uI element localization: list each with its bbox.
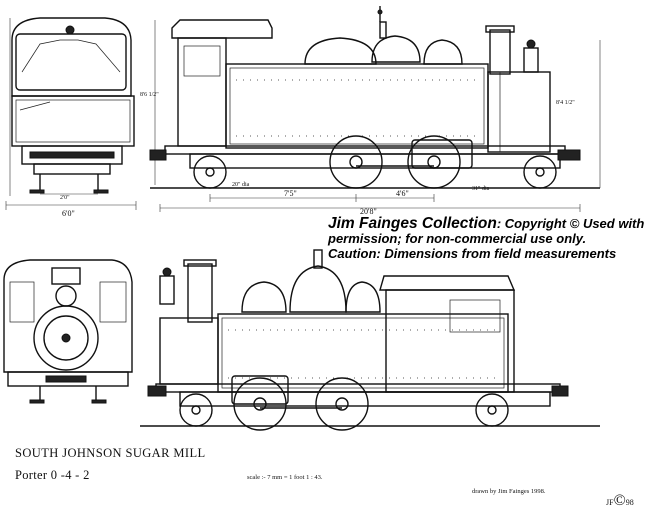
front-gauge-label: 2'0"	[60, 195, 70, 201]
copyright-line-3: Caution: Dimensions from field measureme…	[328, 246, 617, 261]
wheels-bottom	[179, 377, 509, 431]
overall-length-label: 20'8"	[360, 207, 377, 216]
drawing-title: SOUTH JOHNSON SUGAR MILL	[15, 446, 206, 460]
side-height-right-label: 8'4 1/2"	[556, 100, 575, 106]
copyright-line-2: permission; for non-commercial use only.	[328, 231, 587, 246]
rivet-rows-top	[236, 79, 478, 137]
signature-initials: JF	[606, 498, 614, 507]
scale-note: scale :- 7 mm = 1 foot 1 : 43.	[247, 474, 323, 481]
wheelbase-a-label: 7'5"	[284, 189, 297, 198]
side-view-top: 8'6 1/2"	[140, 6, 600, 189]
side-view-bottom	[140, 249, 600, 431]
copyright-line-1-rest: : Copyright © Used with	[496, 216, 645, 231]
drawn-by-note: drawn by Jim Fainges 1998.	[472, 488, 546, 495]
copyright-symbol: ©	[613, 492, 626, 509]
copyright-line-1: Jim Fainges Collection: Copyright © Used…	[328, 215, 650, 232]
copyright-notice: Jim Fainges Collection: Copyright © Used…	[328, 216, 650, 261]
wheel-dia-right-label: 31" dia	[472, 186, 490, 192]
locomotive-type: Porter 0 -4 - 2	[15, 468, 90, 482]
wheel-dia-left-label: 20" dia	[232, 182, 250, 188]
front-view-bottom	[3, 259, 133, 404]
collection-name: Jim Fainges Collection	[328, 215, 497, 232]
front-width-label: 6'0"	[62, 209, 75, 218]
front-view-top	[11, 17, 135, 194]
side-height-left-label: 8'6 1/2"	[140, 92, 159, 98]
wheelbase-b-label: 4'6"	[396, 189, 409, 198]
signature-year: 98	[625, 498, 634, 507]
signature-mark: JF©98	[606, 492, 634, 510]
side-view-dimensions: 8'4 1/2" 20" dia 31" dia 7'5" 4'6" 20'8"	[159, 40, 601, 216]
front-view-dimensions: 6'0" 2'0"	[5, 18, 137, 218]
